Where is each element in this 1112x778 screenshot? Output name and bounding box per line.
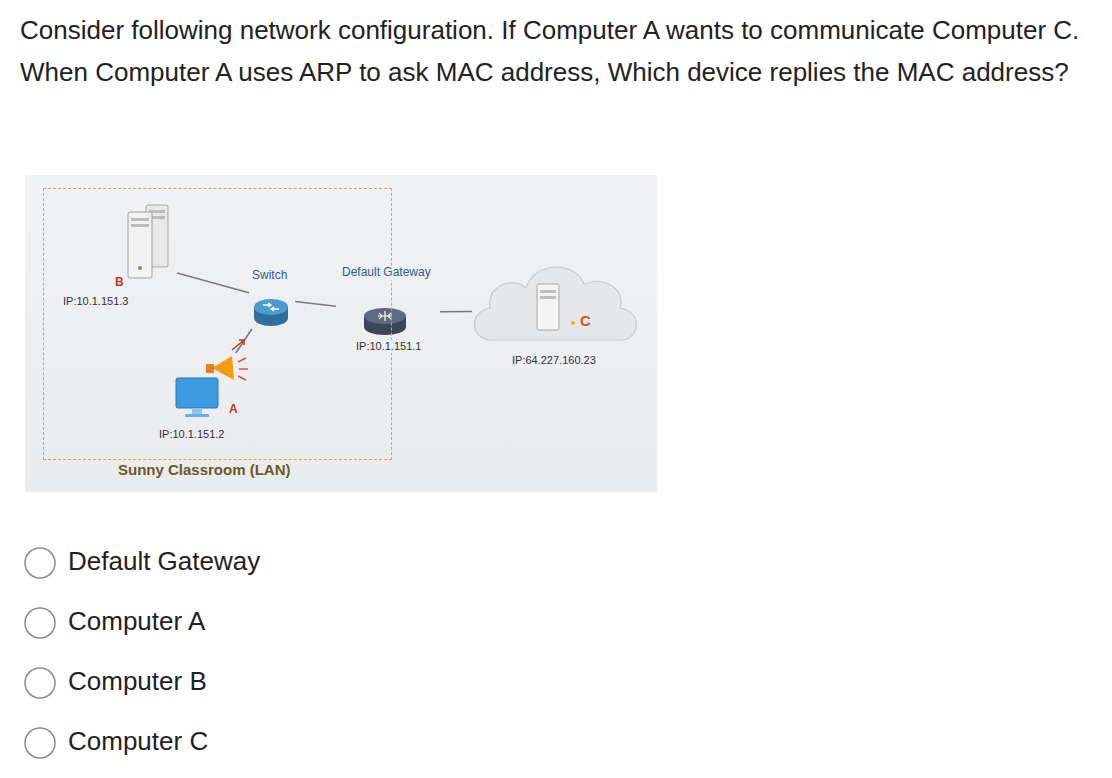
radio-buttons (25, 548, 55, 758)
computer-node: A IP:10.1.151.2 (151, 353, 259, 445)
computer-icon (176, 378, 218, 417)
answer-option: Computer C (68, 726, 208, 757)
lan-region: Sunny Classroom (LAN)BIP:10.1.151.3Switc… (43, 188, 392, 460)
cloud-node: C IP:64.227.160.23 (472, 250, 650, 372)
ip-address: IP:10.1.151.3 (63, 295, 128, 308)
device-letter: C (580, 312, 591, 329)
device-letter: A (229, 403, 238, 417)
megaphone-icon (206, 340, 248, 380)
device-name: Default Gateway (340, 266, 433, 280)
device-name: Switch (252, 269, 287, 283)
gateway-node: Default GatewayIP:10.1.151.1 (336, 266, 440, 358)
router-icon (364, 308, 406, 335)
answer-option: Computer A (68, 606, 205, 637)
cloud-icon (474, 267, 636, 340)
ip-address: IP:64.227.160.23 (512, 354, 596, 367)
region-title: Sunny Classroom (LAN) (118, 461, 291, 478)
device-letter: B (115, 276, 124, 290)
answer-option: Default Gateway (68, 546, 260, 577)
answer-option: Computer B (68, 666, 207, 697)
question-text: Consider following network configuration… (20, 9, 1100, 93)
network-cable (295, 302, 336, 307)
switch-icon (254, 299, 288, 326)
switch-node: Switch (249, 269, 295, 329)
ip-address: IP:10.1.151.1 (354, 340, 423, 353)
server-node: B IP:10.1.151.3 (59, 201, 177, 313)
network-cable (440, 311, 472, 312)
ip-address: IP:10.1.151.2 (159, 428, 224, 441)
server-icon (128, 205, 168, 278)
network-cable (177, 273, 249, 293)
